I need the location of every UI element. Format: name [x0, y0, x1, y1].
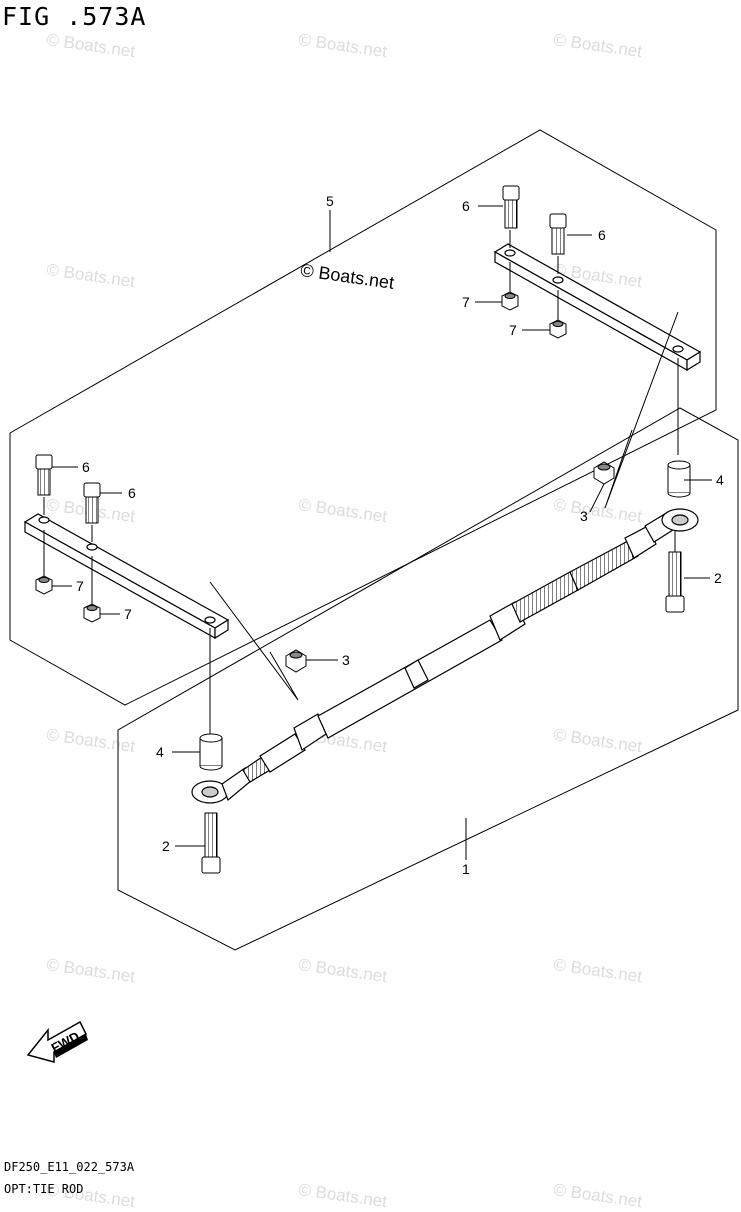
- bracket-plate-left: [23, 513, 230, 640]
- rod-end-bolt-left: [201, 812, 221, 874]
- assembly-guide-lines: [209, 311, 679, 735]
- fwd-arrow: FWD: [26, 1020, 88, 1063]
- callout-2: 2: [714, 570, 722, 586]
- locknut-center: [285, 649, 307, 673]
- callout-4: 4: [716, 472, 724, 488]
- callout-7: 7: [462, 294, 470, 310]
- bolt-left-2: [83, 482, 101, 542]
- callout-7: 7: [124, 606, 132, 622]
- callout-7: 7: [509, 322, 517, 338]
- callout-6: 6: [462, 198, 470, 214]
- figure-code: DF250_E11_022_573A: [4, 1160, 135, 1174]
- bolt-upper-1: [502, 185, 520, 248]
- figure-title: FIG .573A: [2, 2, 147, 31]
- bolt-left-1: [35, 454, 53, 515]
- callout-6: 6: [82, 459, 90, 475]
- callout-3: 3: [580, 508, 588, 524]
- rod-end-bolt-right: [665, 530, 685, 613]
- callout-6: 6: [598, 227, 606, 243]
- collar-right: [667, 460, 691, 498]
- assembly-box-outline: [117, 407, 739, 951]
- bolt-upper-2: [549, 213, 567, 274]
- callout-3: 3: [342, 652, 350, 668]
- callout-5: 5: [326, 193, 334, 209]
- figure-name: OPT:TIE ROD: [4, 1182, 84, 1196]
- nut-upper-1: [501, 262, 519, 311]
- nut-left-2: [83, 556, 101, 623]
- locknut-right: [593, 461, 615, 485]
- callout-6: 6: [128, 485, 136, 501]
- callout-1: 1: [462, 861, 470, 877]
- kit-box-outline: [9, 129, 717, 706]
- callout-4: 4: [156, 744, 164, 760]
- callout-2: 2: [162, 838, 170, 854]
- nut-upper-2: [549, 290, 567, 339]
- tie-rod: [191, 508, 699, 804]
- collar-left: [199, 733, 223, 771]
- bracket-plate-upper: [493, 243, 702, 372]
- callout-7: 7: [76, 578, 84, 594]
- nut-left-1: [35, 530, 53, 595]
- callout-leaders: [52, 205, 712, 860]
